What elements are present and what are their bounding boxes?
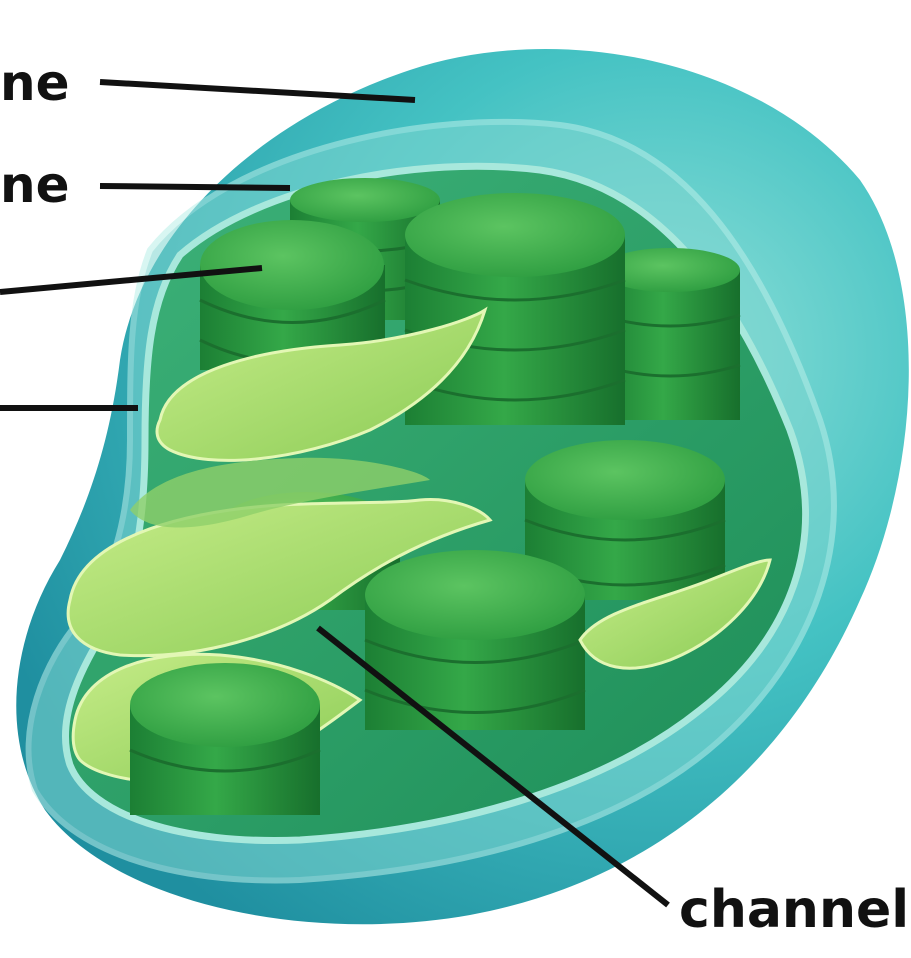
granum-stack-5: [365, 550, 585, 730]
label-inner-membrane: ne: [0, 160, 70, 210]
label-channel: channel: [679, 884, 909, 936]
granum-stack-6: [130, 663, 320, 815]
granum-stack-2: [405, 193, 625, 425]
label-outer-membrane: ne: [0, 58, 70, 108]
leader-line-inner-membrane: [100, 186, 290, 188]
